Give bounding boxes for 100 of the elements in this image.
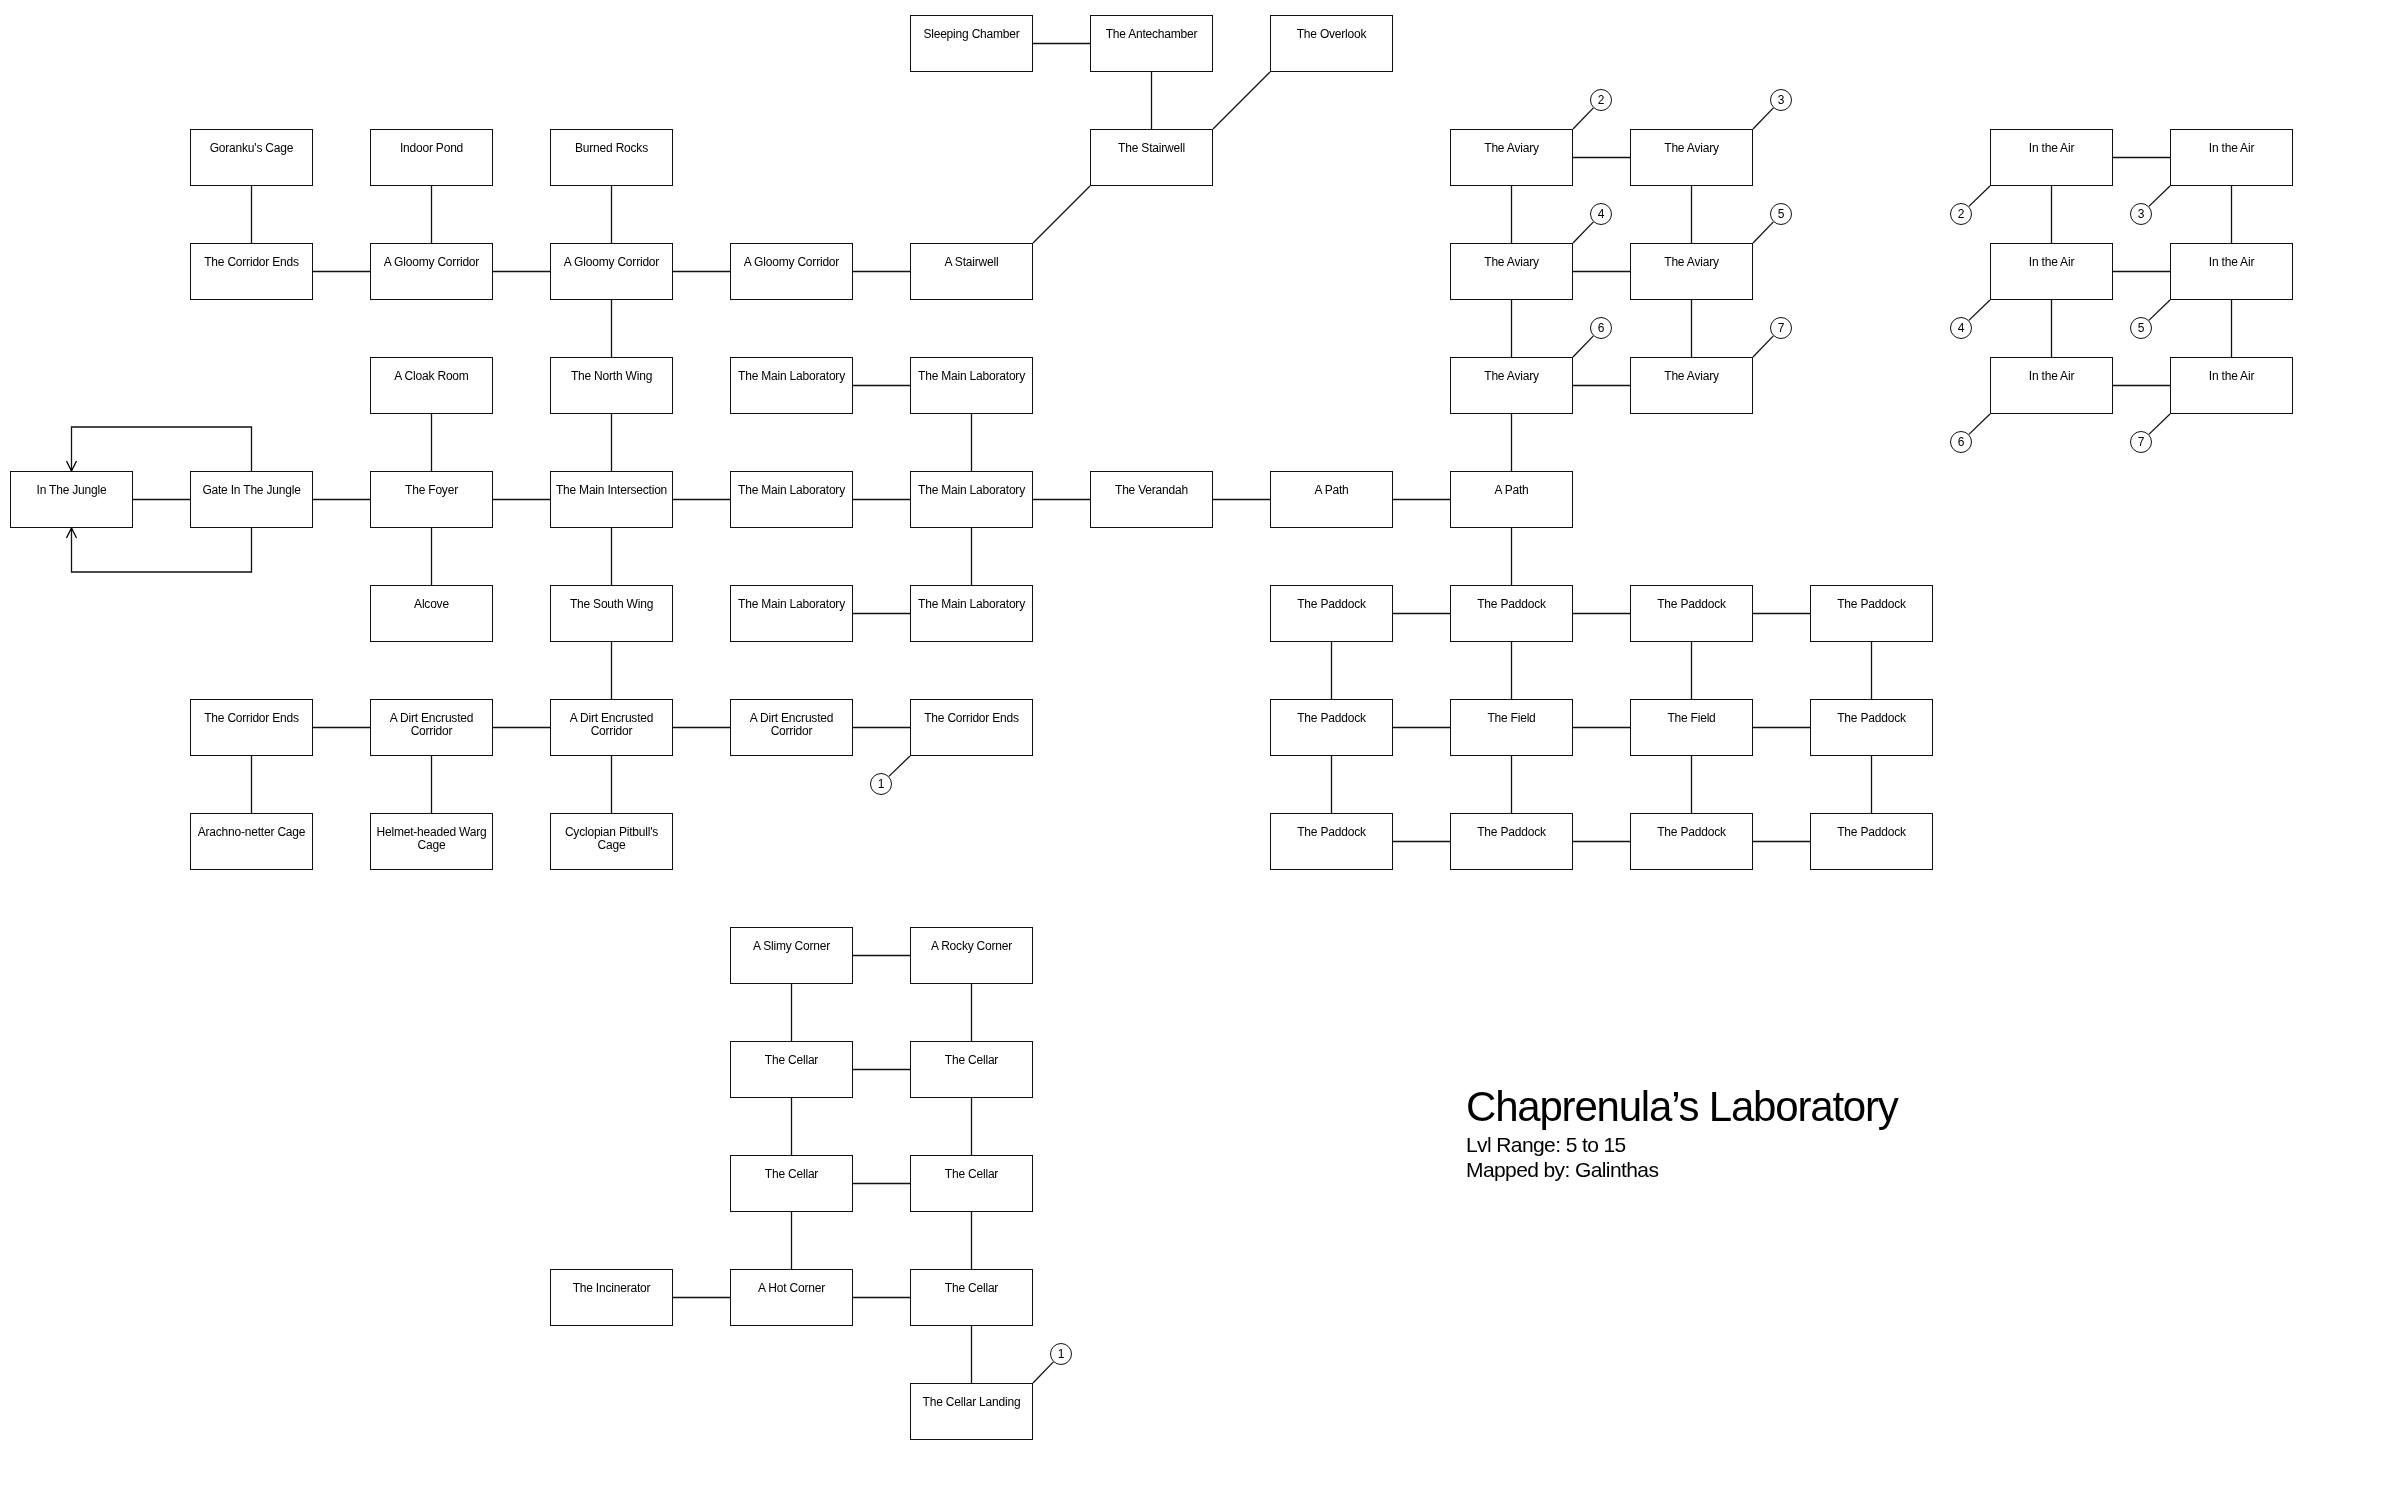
room-box: [550, 471, 673, 528]
room-box: [910, 357, 1033, 414]
room-box: [190, 243, 313, 300]
room-box: [910, 927, 1033, 984]
callout-number: 5: [2130, 317, 2152, 339]
room-name: A Dirt Encrusted Corridor: [388, 712, 475, 738]
room-name: The Verandah: [1115, 484, 1188, 497]
room-box: [550, 1269, 673, 1326]
connector-line: [1510, 641, 1513, 700]
room-name: The North Wing: [570, 370, 653, 383]
room-box: [370, 585, 493, 642]
room-box: [1450, 129, 1573, 186]
room-box: [2170, 243, 2293, 300]
room-box: [1270, 699, 1393, 756]
connector-line: [2112, 384, 2171, 387]
room-name: The Paddock: [1657, 598, 1726, 611]
connector-line: [1690, 299, 1693, 358]
room-name: The Paddock: [1297, 598, 1366, 611]
room-box: [370, 243, 493, 300]
leader-line: [1572, 107, 1595, 130]
connector-line: [1510, 527, 1513, 586]
room-box: [550, 243, 673, 300]
leader-line: [1968, 299, 1991, 322]
connector-line: [1510, 413, 1513, 472]
room-name: The Aviary: [1664, 370, 1719, 383]
room-box: [370, 129, 493, 186]
room-box: [730, 927, 853, 984]
connector-line: [1572, 612, 1631, 615]
connector-line: [610, 755, 613, 814]
connector-line: [672, 498, 731, 501]
room-box: [190, 813, 313, 870]
connector-line: [1752, 612, 1811, 615]
leader-line: [1968, 413, 1991, 436]
callout-number: 5: [1770, 203, 1792, 225]
room-box: [1990, 357, 2113, 414]
room-name: The Cellar: [944, 1168, 999, 1181]
room-name: The Cellar: [944, 1282, 999, 1295]
connector-line: [1330, 641, 1333, 700]
connector-line: [790, 983, 793, 1042]
leader-line: [1968, 185, 1991, 208]
room-name: The Overlook: [1296, 28, 1367, 41]
connector-line: [610, 641, 613, 700]
connector-line: [970, 527, 973, 586]
connector-line: [1510, 185, 1513, 244]
room-name: The Stairwell: [1118, 142, 1185, 155]
connector-line: [430, 413, 433, 472]
room-box: [910, 15, 1033, 72]
room-name: The Main Laboratory: [918, 598, 1025, 611]
room-box: [1810, 699, 1933, 756]
room-name: The Paddock: [1837, 712, 1906, 725]
room-box: [190, 699, 313, 756]
room-name: The Paddock: [1477, 826, 1546, 839]
room-name: A Dirt Encrusted Corridor: [748, 712, 835, 738]
room-name: The Paddock: [1297, 712, 1366, 725]
connector-line: [492, 498, 551, 501]
connector-line: [970, 1097, 973, 1156]
room-box: [910, 243, 1033, 300]
connector-line: [852, 1182, 911, 1185]
connector-line: [1870, 755, 1873, 814]
callout-number: 4: [1590, 203, 1612, 225]
connector-line: [1690, 755, 1693, 814]
connector-line: [1690, 641, 1693, 700]
room-name: The Cellar: [944, 1054, 999, 1067]
connector-line: [970, 983, 973, 1042]
room-name: The Main Laboratory: [738, 484, 845, 497]
room-name: The Main Laboratory: [918, 484, 1025, 497]
room-box: [730, 243, 853, 300]
room-name: The Main Intersection: [555, 484, 668, 497]
room-box: [550, 699, 673, 756]
room-box: [910, 471, 1033, 528]
connector-line: [430, 755, 433, 814]
callout-number: 1: [1050, 1343, 1072, 1365]
callout-number: 4: [1950, 317, 1972, 339]
room-name: In the Air: [2208, 370, 2255, 383]
room-box: [1990, 129, 2113, 186]
room-box: [730, 699, 853, 756]
room-name: The Aviary: [1484, 256, 1539, 269]
room-name: The Paddock: [1477, 598, 1546, 611]
room-name: The Main Laboratory: [738, 598, 845, 611]
room-name: Gate In The Jungle: [202, 484, 301, 497]
room-box: [1810, 585, 1933, 642]
connector-line: [852, 1068, 911, 1071]
connector-line: [610, 527, 613, 586]
connector-line: [250, 185, 253, 244]
room-name: A Path: [1494, 484, 1529, 497]
room-name: Alcove: [414, 598, 449, 611]
leader-line: [1572, 221, 1595, 244]
leader-line: [1752, 335, 1775, 358]
room-name: The Corridor Ends: [924, 712, 1019, 725]
room-box: [1630, 585, 1753, 642]
room-box: [1450, 357, 1573, 414]
room-box: [1630, 813, 1753, 870]
connector-line: [132, 498, 191, 501]
room-name: The Antechamber: [1105, 28, 1198, 41]
room-name: Arachno-netter Cage: [197, 826, 306, 839]
room-name: The Cellar: [764, 1168, 819, 1181]
room-box: [1450, 243, 1573, 300]
room-box: [730, 1155, 853, 1212]
connector-line: [2112, 270, 2171, 273]
room-box: [730, 471, 853, 528]
